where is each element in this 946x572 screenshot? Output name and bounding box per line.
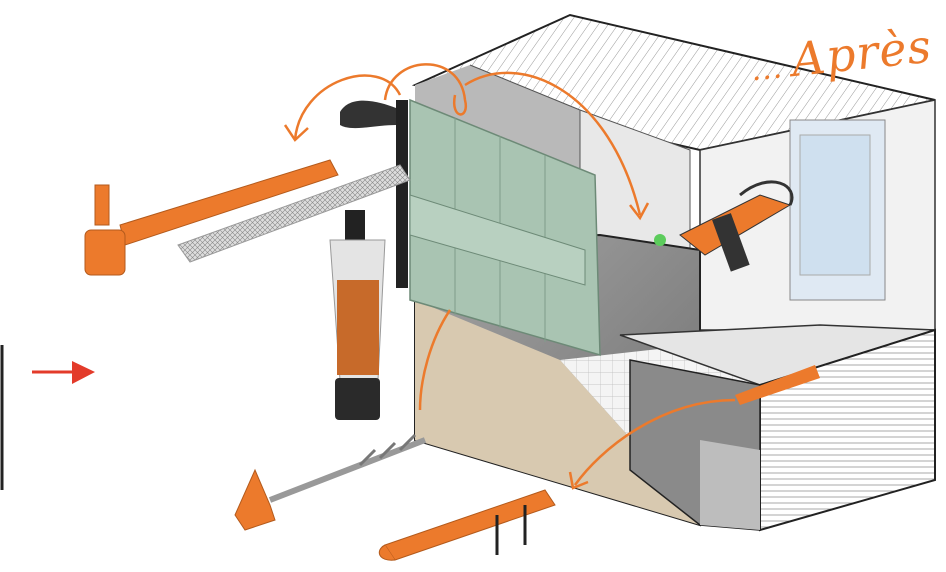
motion-arrows [283, 63, 736, 490]
right-arrow-icon [32, 361, 95, 384]
mesh-sleeve [177, 164, 411, 263]
orange-bracket [378, 489, 556, 561]
shutter-hinge [340, 100, 408, 288]
anchor-bolt [234, 433, 427, 531]
resin-cartridge [329, 210, 386, 420]
drill [654, 180, 794, 272]
wall-bracket [735, 365, 820, 405]
gudgeon-pin [84, 159, 339, 276]
green-shutter [409, 98, 601, 357]
caption-dots: ... [749, 50, 785, 89]
